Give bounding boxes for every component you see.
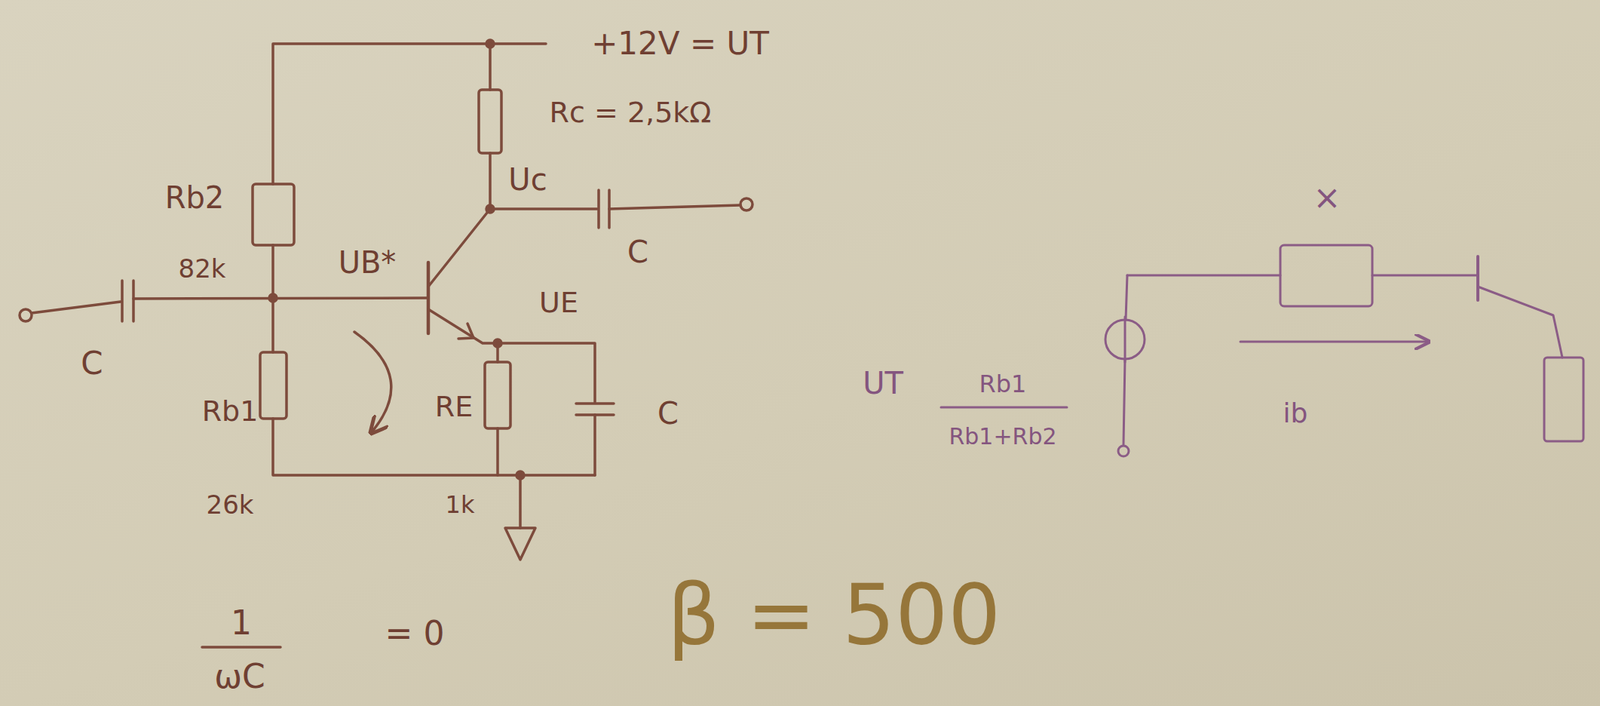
source-symbol xyxy=(1124,316,1127,362)
resistor-symbol xyxy=(484,361,511,429)
emitter-arrow xyxy=(458,323,474,339)
wire xyxy=(496,343,500,362)
wire xyxy=(518,475,522,528)
transistor-emitter xyxy=(428,309,498,344)
circuit-label: 1k xyxy=(445,491,476,519)
wire xyxy=(609,205,741,209)
circuit-label: × xyxy=(1313,179,1342,216)
ground-symbol xyxy=(505,527,536,560)
capacitor-symbol xyxy=(122,280,134,322)
circuit-label: ib xyxy=(1283,398,1309,429)
circuit-label: +12V = UT xyxy=(591,26,770,62)
resistor-symbol xyxy=(478,89,502,154)
circuit-label: Rc = 2,5kΩ xyxy=(549,97,712,129)
terminal-circle xyxy=(1118,445,1129,457)
circuit-label: Rb1+Rb2 xyxy=(948,423,1057,449)
circuit-label: 26k xyxy=(206,490,255,519)
circuit-label: C xyxy=(627,235,649,269)
circuit-label: UT xyxy=(862,366,904,400)
wire xyxy=(271,245,275,298)
wire xyxy=(593,414,597,476)
resistor-symbol xyxy=(252,183,295,246)
supply-wire xyxy=(272,43,546,184)
resistor-symbol xyxy=(260,352,287,419)
terminal-circle xyxy=(19,309,32,322)
base-wire xyxy=(133,297,429,299)
loop-arrow xyxy=(354,331,392,433)
circuit-label: Rb1 xyxy=(202,395,259,428)
left-circuit xyxy=(19,39,753,647)
wire xyxy=(1125,275,1128,320)
equivalent-circuit xyxy=(940,245,1584,457)
circuit-label: ωC xyxy=(214,658,266,695)
wire xyxy=(1127,274,1281,277)
wire xyxy=(1372,274,1477,277)
circuit-label: Rb2 xyxy=(165,180,225,215)
wire xyxy=(1123,358,1125,445)
circuit-label: UE xyxy=(539,287,579,319)
capacitor-symbol xyxy=(576,403,614,415)
transistor-base xyxy=(1476,256,1480,301)
resistor-symbol xyxy=(1280,245,1373,307)
wire xyxy=(496,428,500,476)
wire xyxy=(497,343,595,402)
wire xyxy=(271,297,275,353)
fraction-line xyxy=(940,406,1067,409)
transistor-emitter xyxy=(1477,286,1563,358)
capacitor-symbol xyxy=(598,190,610,228)
terminal-circle xyxy=(740,198,753,211)
wire xyxy=(31,301,121,313)
circuit-label: = 0 xyxy=(385,615,445,652)
circuit-label: β = 500 xyxy=(667,569,1001,661)
transistor-base xyxy=(426,262,431,334)
circuit-label: Uc xyxy=(508,162,547,197)
transistor-collector xyxy=(428,208,491,287)
circuit-label: C xyxy=(80,346,103,381)
circuit-label: 82k xyxy=(178,254,227,283)
resistor-symbol xyxy=(1544,357,1584,442)
wire xyxy=(488,153,492,209)
fraction-line xyxy=(202,645,281,649)
ground-wire xyxy=(272,418,595,476)
circuit-label: 1 xyxy=(230,604,252,641)
circuit-label: Rb1 xyxy=(979,370,1027,398)
circuit-label: UB* xyxy=(338,245,397,279)
wire xyxy=(490,207,598,211)
circuit-label: C xyxy=(657,396,679,430)
wire xyxy=(488,43,492,90)
current-arrow xyxy=(1240,340,1429,344)
circuit-label: RE xyxy=(435,391,473,423)
